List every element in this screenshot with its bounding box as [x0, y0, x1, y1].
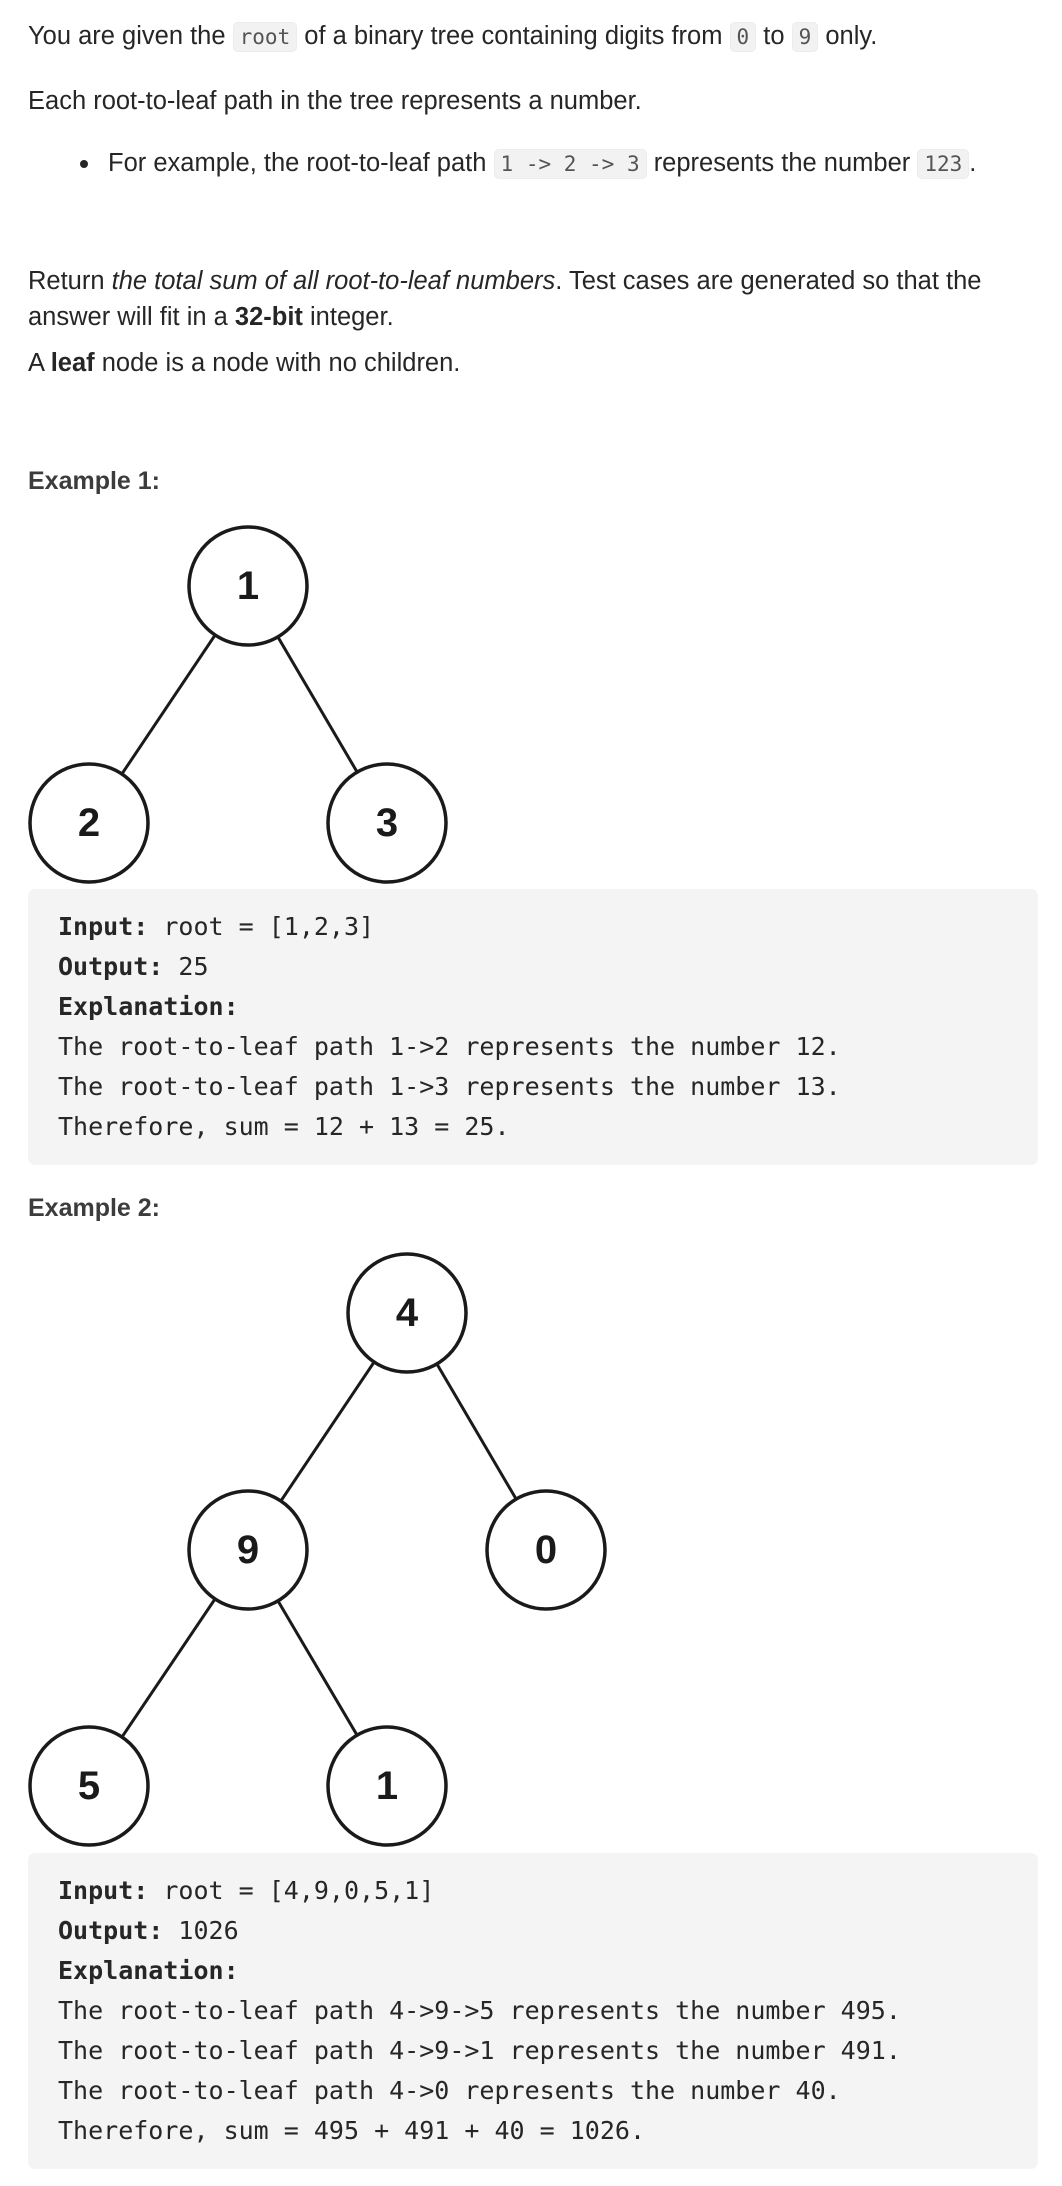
explanation-line: The root-to-leaf path 4->0 represents th…: [58, 2076, 841, 2105]
output-value: 25: [163, 952, 209, 981]
text: For example, the root-to-leaf path: [108, 149, 494, 177]
tree-node: [28, 762, 150, 884]
explanation-line: The root-to-leaf path 1->3 represents th…: [58, 1072, 841, 1101]
tree-node: [28, 1725, 150, 1847]
tree-node: [485, 1489, 607, 1611]
explanation-label: Explanation:: [58, 1956, 239, 1985]
input-label: Input:: [58, 1876, 149, 1905]
explanation-line: The root-to-leaf path 1->2 represents th…: [58, 1032, 841, 1061]
tree-node-label: 3: [376, 801, 398, 845]
output-label: Output:: [58, 952, 164, 981]
input-value: root = [1,2,3]: [148, 912, 375, 941]
example-2-tree-diagram: 4 9 0 5 1: [28, 1252, 607, 1847]
text: You are given the: [28, 22, 233, 50]
text: to: [756, 22, 792, 50]
bold: 32-bit: [234, 303, 303, 331]
code-root: root: [232, 22, 298, 52]
tree-node: [326, 1725, 448, 1847]
tree-node-label: 5: [78, 1764, 100, 1808]
code-nine: 9: [791, 22, 819, 52]
code-path: 1 -> 2 -> 3: [493, 149, 647, 179]
text: . Test cases are generated so that the a…: [28, 267, 982, 331]
input-value: root = [4,9,0,5,1]: [148, 1876, 435, 1905]
text: A: [28, 349, 51, 377]
explanation-line: Therefore, sum = 12 + 13 = 25.: [58, 1112, 510, 1141]
tree-node-label: 2: [78, 801, 100, 845]
leaf-paragraph: A leaf node is a node with no children.: [28, 345, 460, 381]
example-1-tree-diagram: 1 2 3: [28, 525, 448, 884]
tree-node-label: 0: [535, 1528, 557, 1572]
output-value: 1026: [163, 1916, 239, 1945]
explanation-line: Therefore, sum = 495 + 491 + 40 = 1026.: [58, 2116, 645, 2145]
emphasis: the total sum of all root-to-leaf number…: [111, 267, 556, 295]
paths-paragraph: Each root-to-leaf path in the tree repre…: [28, 87, 642, 115]
output-label: Output:: [58, 1916, 164, 1945]
example-2-code-block: Input: root = [4,9,0,5,1] Output: 1026 E…: [28, 1853, 1038, 2169]
text: represents the number: [646, 149, 918, 177]
bold: leaf: [50, 349, 95, 377]
explanation-label: Explanation:: [58, 992, 239, 1021]
tree-node-label: 4: [396, 1291, 419, 1335]
text: integer.: [302, 303, 394, 331]
explanation-line: The root-to-leaf path 4->9->1 represents…: [58, 2036, 901, 2065]
text: only.: [818, 22, 878, 50]
tree-node: [346, 1252, 468, 1374]
example-1-code-block: Input: root = [1,2,3] Output: 25 Explana…: [28, 889, 1038, 1165]
code-number: 123: [917, 149, 970, 179]
text: of a binary tree containing digits from: [297, 22, 730, 50]
text: .: [969, 149, 977, 177]
tree-node-label: 9: [237, 1528, 259, 1572]
tree-node: [187, 1489, 309, 1611]
intro-paragraph: You are given the root of a binary tree …: [28, 18, 877, 55]
example-1-title: Example 1:: [28, 467, 161, 495]
explanation-line: The root-to-leaf path 4->9->5 represents…: [58, 1996, 901, 2025]
input-label: Input:: [58, 912, 149, 941]
example-2-title: Example 2:: [28, 1194, 161, 1222]
bullet-item: For example, the root-to-leaf path 1 -> …: [80, 145, 1038, 182]
text: node is a node with no children.: [94, 349, 461, 377]
tree-node-label: 1: [237, 564, 259, 608]
tree-node: [326, 762, 448, 884]
code-zero: 0: [729, 22, 757, 52]
tree-node-label: 1: [376, 1764, 398, 1808]
tree-node: [187, 525, 309, 647]
bullet-list: For example, the root-to-leaf path 1 -> …: [28, 145, 1038, 182]
text: Return: [28, 267, 112, 295]
return-paragraph: Return the total sum of all root-to-leaf…: [28, 263, 1038, 335]
